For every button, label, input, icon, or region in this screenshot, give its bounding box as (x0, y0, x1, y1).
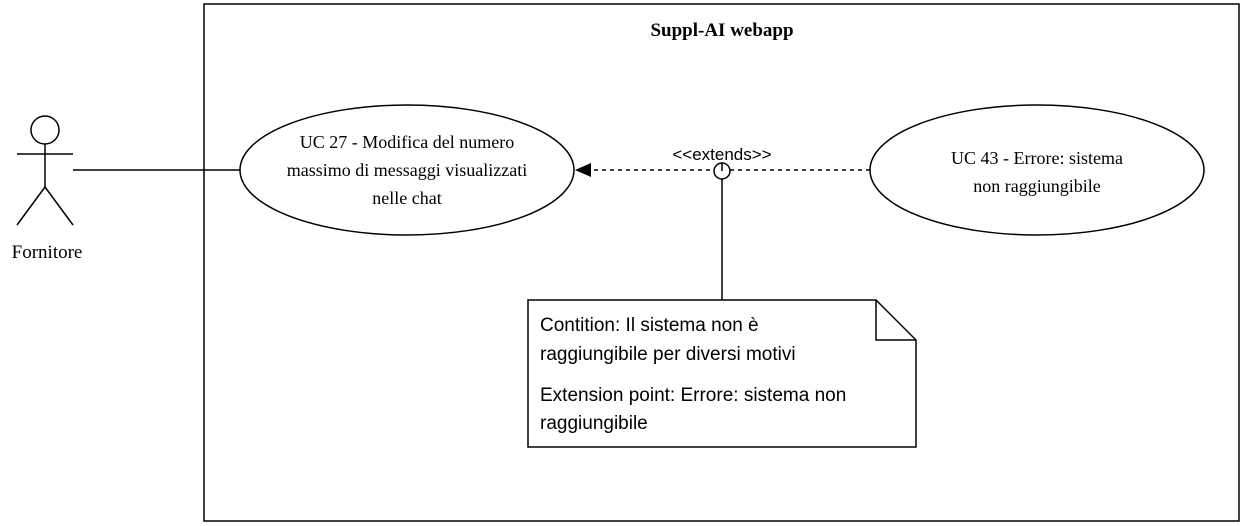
extends-arrowhead (575, 163, 591, 177)
note-extension-line-2: raggiungibile (540, 413, 648, 434)
actor-left-leg (16, 186, 46, 226)
note-extension-line-1: Extension point: Errore: sistema non (540, 385, 846, 406)
use-case-uc43[interactable]: UC 43 - Errore: sistema non raggiungibil… (869, 104, 1205, 236)
note-condition-line-2: raggiungibile per diversi motivi (540, 344, 796, 365)
note-condition-line-1: Contition: Il sistema non è (540, 315, 759, 336)
actor-label: Fornitore (12, 242, 83, 263)
use-case-uc27-line-2: massimo di messaggi visualizzati (287, 160, 527, 180)
actor-head (30, 115, 60, 145)
actor-right-leg (44, 186, 74, 226)
use-case-uc43-ellipse (869, 104, 1205, 236)
use-case-uc43-line-2: non raggiungibile (973, 176, 1100, 196)
note-fold (875, 300, 916, 341)
use-case-uc43-line-1: UC 43 - Errore: sistema (951, 148, 1123, 168)
actor-fornitore[interactable]: Fornitore (12, 115, 83, 263)
condition-note[interactable]: Contition: Il sistema non è raggiungibil… (527, 299, 917, 448)
extends-stereotype: <<extends>> (672, 145, 771, 164)
use-case-uc27-line-1: UC 27 - Modifica del numero (300, 132, 514, 152)
use-case-uc27-line-3: nelle chat (372, 188, 441, 208)
use-case-uc27-ellipse (239, 104, 575, 236)
note-shape (527, 299, 917, 448)
system-title: Suppl-AI webapp (650, 20, 793, 41)
use-case-uc27[interactable]: UC 27 - Modifica del numero massimo di m… (239, 104, 575, 236)
